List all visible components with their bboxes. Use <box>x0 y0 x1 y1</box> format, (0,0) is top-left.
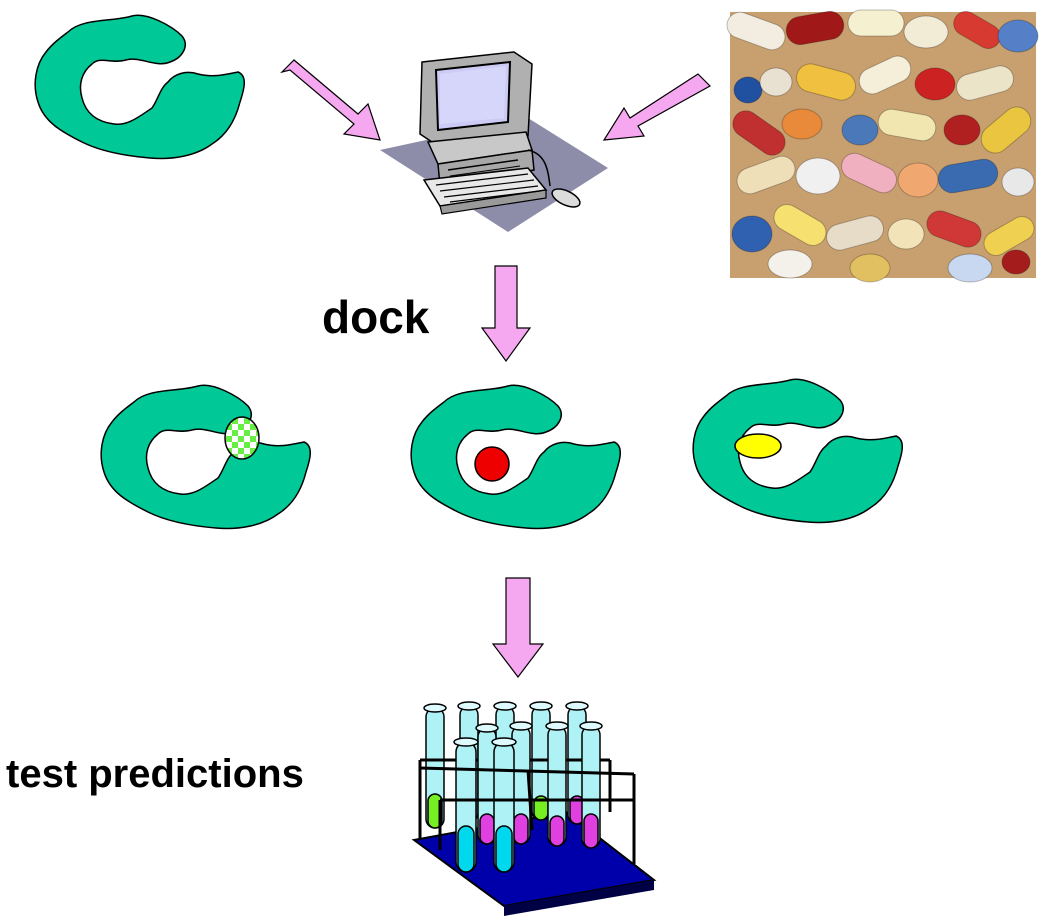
middle-tubes <box>475 721 603 849</box>
protein-receptor-icon <box>34 14 246 160</box>
front-tubes <box>453 737 517 873</box>
docked-complex-yellow <box>692 378 904 524</box>
protein-receptor-icon <box>100 384 312 530</box>
test-predictions-label: test predictions <box>6 752 304 796</box>
mouse-icon <box>551 188 581 208</box>
test-tube-rack-icon <box>411 701 657 916</box>
pills-photo <box>726 9 1039 283</box>
ligand-red <box>474 446 510 482</box>
dock-label: dock <box>322 291 430 343</box>
arrow-down-test <box>491 577 545 678</box>
protein-receptor-icon <box>410 384 622 530</box>
ligand-checkered <box>224 416 260 460</box>
docked-complex-red <box>410 384 622 530</box>
arrow-down-dock <box>480 265 532 363</box>
arrow-protein-to-computer <box>280 59 381 141</box>
ligand-yellow <box>734 433 782 459</box>
protein-receptor-icon <box>692 378 904 524</box>
arrow-pills-to-computer <box>602 73 711 141</box>
docked-complex-checkered <box>100 384 312 530</box>
computer-icon <box>380 51 608 232</box>
rack-frame-front <box>419 766 636 864</box>
